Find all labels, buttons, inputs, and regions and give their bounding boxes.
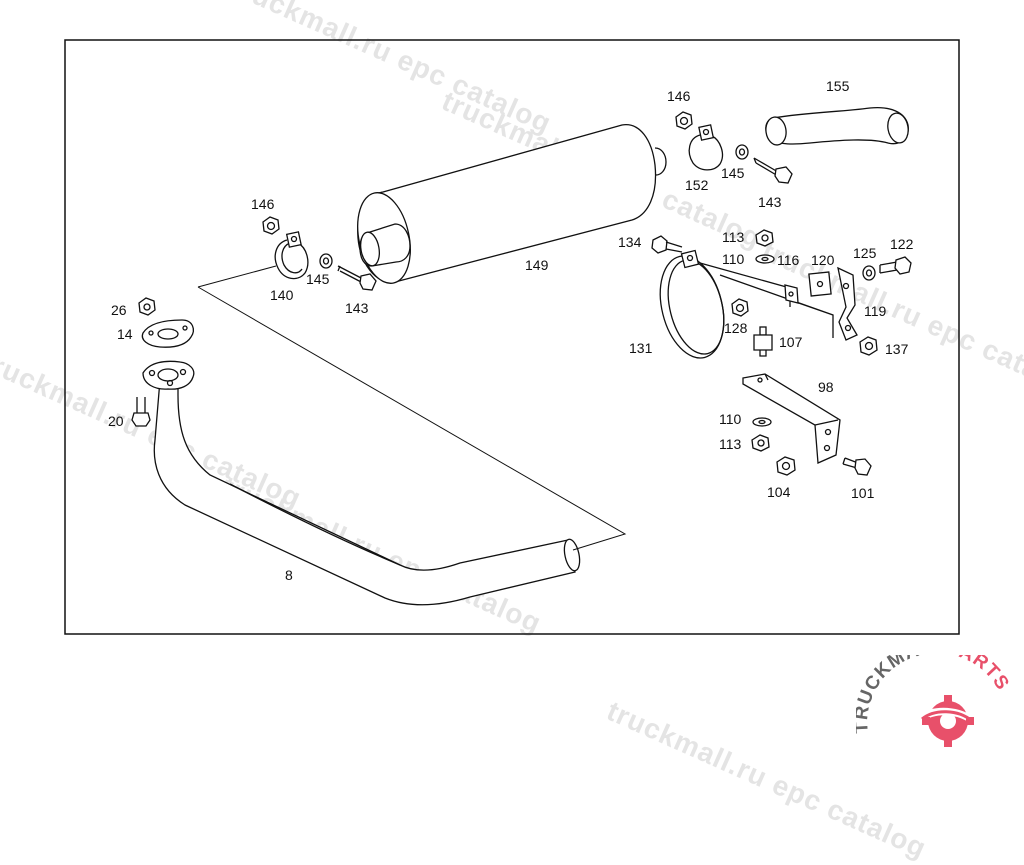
washer-110-top[interactable] — [755, 254, 775, 264]
mount-107[interactable] — [753, 326, 773, 357]
label-155: 155 — [826, 78, 850, 94]
bolt-20[interactable] — [131, 397, 151, 427]
washer-145-left[interactable] — [319, 253, 333, 269]
bolt-134[interactable] — [651, 235, 683, 254]
washer-125[interactable] — [862, 265, 876, 281]
exploded-parts-diagram: 8 14 20 26 98 101 104 107 110 110 113 11… — [64, 39, 960, 635]
gear-icon — [920, 695, 974, 747]
label-146-right: 146 — [667, 88, 691, 104]
clamp-140[interactable] — [274, 231, 309, 280]
label-98: 98 — [818, 379, 834, 395]
nut-146-right[interactable] — [675, 111, 693, 130]
label-131: 131 — [629, 340, 653, 356]
label-145-left: 145 — [306, 271, 330, 287]
nut-146-left[interactable] — [262, 216, 280, 235]
label-140: 140 — [270, 287, 294, 303]
label-119: 119 — [864, 303, 887, 319]
muffler-part[interactable] — [350, 124, 667, 289]
bolt-143-right[interactable] — [753, 157, 793, 184]
label-101: 101 — [851, 485, 875, 501]
nut-104[interactable] — [776, 456, 796, 476]
label-116: 116 — [777, 252, 800, 268]
washer-145-right[interactable] — [735, 144, 749, 160]
label-20: 20 — [108, 413, 124, 429]
label-146-left: 146 — [251, 196, 275, 212]
label-107: 107 — [779, 334, 803, 350]
bolt-122[interactable] — [879, 256, 912, 275]
bracket-assembly[interactable] — [699, 262, 858, 341]
label-143-right: 143 — [758, 194, 782, 210]
truckmall-parts-logo: TRUCKMALLPARTS — [856, 655, 1013, 747]
nut-128[interactable] — [731, 298, 749, 317]
bracket-98[interactable] — [742, 373, 841, 464]
label-110-bottom: 110 — [719, 411, 742, 427]
bolt-143-left[interactable] — [337, 265, 377, 291]
hose-155[interactable] — [764, 106, 910, 147]
nut-26[interactable] — [138, 297, 156, 316]
label-113-top: 113 — [722, 229, 745, 245]
diagram-frame — [64, 39, 960, 635]
nut-113-bottom[interactable] — [751, 434, 770, 452]
label-14: 14 — [117, 326, 133, 342]
label-104: 104 — [767, 484, 791, 500]
label-145-right: 145 — [721, 165, 745, 181]
label-143-left: 143 — [345, 300, 369, 316]
front-pipe-part[interactable] — [142, 360, 582, 606]
label-137: 137 — [885, 341, 909, 357]
strap-131[interactable] — [650, 249, 733, 364]
label-113-bottom: 113 — [719, 436, 742, 452]
label-120: 120 — [811, 252, 835, 268]
label-8: 8 — [285, 567, 293, 583]
label-122: 122 — [890, 236, 914, 252]
label-110-top: 110 — [722, 251, 745, 267]
gasket-14[interactable] — [141, 319, 194, 348]
nut-137[interactable] — [859, 336, 878, 356]
washer-110-bottom[interactable] — [752, 417, 772, 427]
label-26: 26 — [111, 302, 127, 318]
assembly-outline — [197, 265, 627, 551]
clamp-152[interactable] — [688, 124, 724, 171]
label-134: 134 — [618, 234, 642, 250]
label-152: 152 — [685, 177, 709, 193]
label-125: 125 — [853, 245, 877, 261]
label-149: 149 — [525, 257, 549, 273]
brand-name-accent: PARTS — [945, 655, 1013, 694]
bolt-101[interactable] — [842, 457, 872, 476]
nut-113-top[interactable] — [755, 229, 774, 247]
label-128: 128 — [724, 320, 748, 336]
